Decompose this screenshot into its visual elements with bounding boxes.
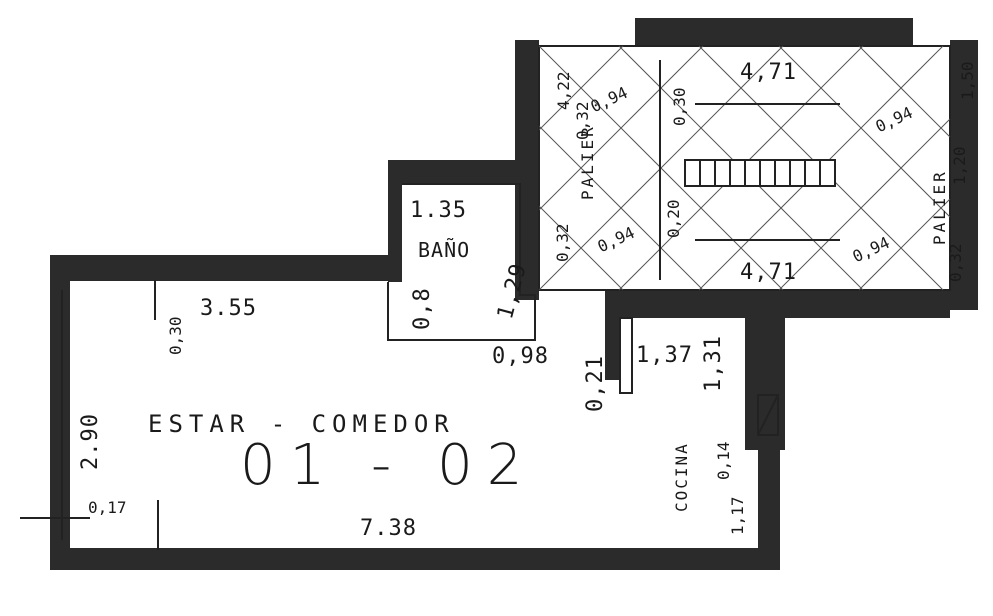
dim-wall-030: 0,30 <box>166 316 185 355</box>
tile-diag <box>858 45 951 138</box>
wall-living-left <box>50 255 70 570</box>
dim-palier-020: 0,20 <box>664 199 683 238</box>
unit-number: 01 - 02 <box>240 433 537 498</box>
stair-hall-outline <box>538 45 951 291</box>
wall-stair-right <box>950 40 978 310</box>
dim-wall-017: 0,17 <box>88 498 127 517</box>
dim-living-width: 3.55 <box>200 296 257 321</box>
kitchen-column <box>619 317 633 394</box>
dim-bath-side: 0,8 <box>410 287 435 330</box>
wall-bath-top <box>388 160 520 184</box>
dim-kitchen-137: 1,37 <box>636 343 693 368</box>
dim-kitchen-021: 0,21 <box>583 355 608 412</box>
dim-palier-030: 0,30 <box>670 87 689 126</box>
tile-diag <box>538 45 704 211</box>
dim-bath-width: 1.35 <box>410 198 467 223</box>
wall-bath-left <box>388 162 402 282</box>
dim-stairs-top: 4,71 <box>740 60 797 85</box>
wall-living-top-left <box>50 255 390 281</box>
tile-diag <box>858 198 951 291</box>
kitchen-vent <box>757 394 779 436</box>
dim-living-height: 2.90 <box>78 413 103 470</box>
dim-palier-422: 4,22 <box>554 71 573 110</box>
room-label-palier-right: PALIER <box>930 169 949 245</box>
dim-palier-120: 1,20 <box>950 146 969 185</box>
dim-stairs-bottom: 4,71 <box>740 260 797 285</box>
dim-living-length: 7.38 <box>360 516 417 541</box>
dim-kitchen-014: 0,14 <box>714 441 733 480</box>
dim-bath-bottom: 0,98 <box>492 344 549 369</box>
wall-kitchen-partition <box>605 300 619 380</box>
room-label-living: ESTAR - COMEDOR <box>148 410 455 438</box>
tile-diag <box>538 45 624 131</box>
dim-palier-032-b: 0,32 <box>553 223 572 262</box>
room-label-bath: BAÑO <box>418 238 471 262</box>
wall-stair-left <box>515 40 539 300</box>
wall-living-right <box>758 440 780 570</box>
wall-living-bottom <box>50 548 780 570</box>
wall-stair-top <box>635 18 913 46</box>
dim-kitchen-131: 1,31 <box>701 335 726 392</box>
thin-lines <box>20 183 779 550</box>
bath-outline <box>387 183 536 341</box>
stair-hall <box>538 45 951 291</box>
dim-palier-150: 1,50 <box>958 61 977 100</box>
stair-steps <box>659 60 840 280</box>
dim-kitchen-117: 1,17 <box>728 496 747 535</box>
dim-palier-032-c: 0,32 <box>946 243 965 282</box>
kitchen-vent-diag <box>757 394 779 436</box>
tile-diag <box>778 118 951 291</box>
room-label-kitchen: COCINA <box>672 442 691 512</box>
dim-palier-032-a: 0,32 <box>573 101 592 140</box>
tile-diag <box>778 45 951 218</box>
